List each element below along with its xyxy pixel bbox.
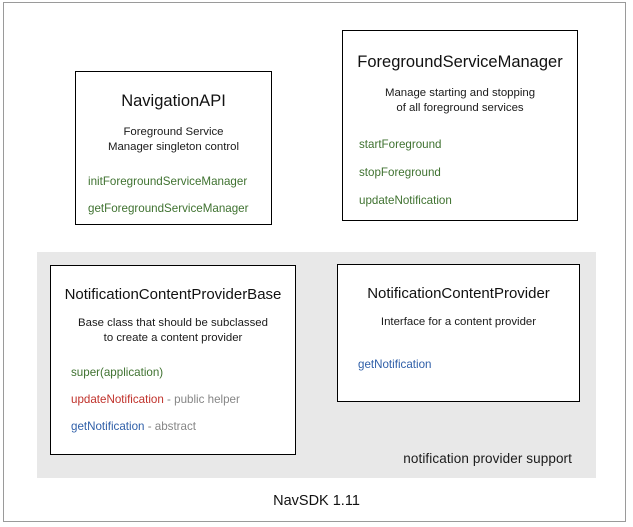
class-member-name: updateNotification [71, 393, 164, 407]
class-member-name: updateNotification [359, 193, 452, 207]
class-member[interactable]: getNotification [358, 358, 579, 372]
class-box-title: ForegroundServiceManager [357, 53, 563, 71]
class-box-title: NotificationContentProvider [367, 285, 550, 302]
class-box-notification-content-provider[interactable]: NotificationContentProvider Interface fo… [337, 264, 580, 402]
class-member[interactable]: getNotification - abstract [71, 420, 295, 434]
class-member[interactable]: updateNotification [359, 194, 577, 208]
class-member[interactable]: initForegroundServiceManager [88, 175, 271, 189]
class-box-description: Base class that should be subclassed to … [51, 316, 295, 346]
class-box-member-list: startForeground stopForeground updateNot… [343, 138, 577, 208]
class-box-member-list: initForegroundServiceManager getForegrou… [76, 175, 271, 216]
class-box-description-line-1: Base class that should be subclassed [78, 317, 268, 330]
class-box-title: NavigationAPI [121, 92, 226, 110]
class-member[interactable]: stopForeground [359, 166, 577, 180]
class-member[interactable]: getForegroundServiceManager [88, 202, 271, 216]
class-box-notification-content-provider-base[interactable]: NotificationContentProviderBase Base cla… [50, 265, 296, 455]
class-box-description-line-2: of all foreground services [396, 102, 524, 115]
class-member-name: startForeground [359, 138, 442, 152]
class-member-name: getNotification [358, 358, 432, 372]
class-box-foreground-service-manager[interactable]: ForegroundServiceManager Manage starting… [342, 30, 578, 221]
class-member-name: initForegroundServiceManager [88, 175, 248, 189]
class-box-member-list: getNotification [338, 358, 579, 372]
class-member-name: getForegroundServiceManager [88, 201, 249, 215]
class-box-description-line-2: to create a content provider [103, 332, 243, 345]
class-box-description-line-1: Interface for a content provider [380, 316, 537, 329]
class-member-name: getNotification [71, 420, 145, 434]
footer-caption: NavSDK 1.11 [273, 493, 360, 509]
class-box-title: NotificationContentProviderBase [64, 286, 282, 303]
class-member[interactable]: updateNotification - public helper [71, 393, 295, 407]
class-box-navigation-api[interactable]: NavigationAPI Foreground Service Manager… [75, 71, 272, 225]
class-box-description-line-2: Manager singleton control [107, 141, 240, 154]
group-region-label: notification provider support [403, 451, 572, 466]
class-box-description: Interface for a content provider [338, 315, 579, 330]
class-member[interactable]: super(application) [71, 366, 295, 380]
class-member-note: - abstract [144, 420, 197, 434]
class-member[interactable]: startForeground [359, 138, 577, 152]
class-box-description-line-1: Manage starting and stopping [384, 86, 536, 99]
class-member-note: - public helper [163, 393, 240, 407]
class-box-description: Foreground Service Manager singleton con… [76, 125, 271, 155]
class-box-description-line-1: Foreground Service [123, 125, 224, 138]
class-box-description: Manage starting and stopping of all fore… [343, 86, 577, 116]
class-member-name: super(application) [71, 366, 164, 380]
class-member-name: stopForeground [359, 165, 441, 179]
class-box-member-list: super(application) updateNotification - … [51, 366, 295, 434]
